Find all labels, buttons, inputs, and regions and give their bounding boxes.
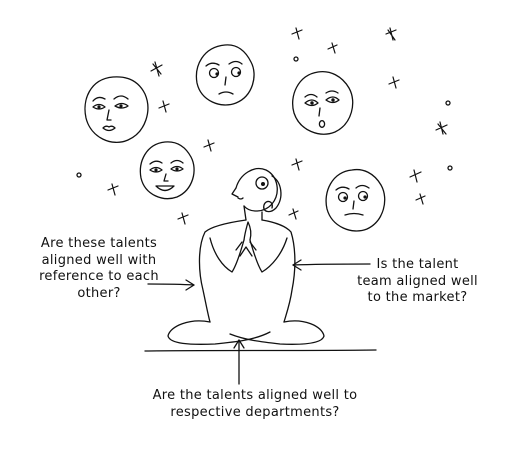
meditating-person xyxy=(144,168,377,352)
label-alignment-to-market: Is the talent team aligned well to the m… xyxy=(357,257,478,305)
arrow-bottom xyxy=(233,339,245,385)
face-left-middle xyxy=(139,141,195,200)
label-alignment-with-each-other: Are these talents aligned well with refe… xyxy=(39,236,159,301)
face-right-middle xyxy=(325,168,386,232)
stars xyxy=(76,27,453,225)
face-top-center xyxy=(195,44,255,106)
arrow-left xyxy=(147,279,195,291)
label-alignment-to-departments: Are the talents aligned well to respecti… xyxy=(152,388,358,420)
face-left-top xyxy=(84,76,149,143)
face-right-top xyxy=(292,70,354,135)
arrow-right xyxy=(292,259,371,271)
